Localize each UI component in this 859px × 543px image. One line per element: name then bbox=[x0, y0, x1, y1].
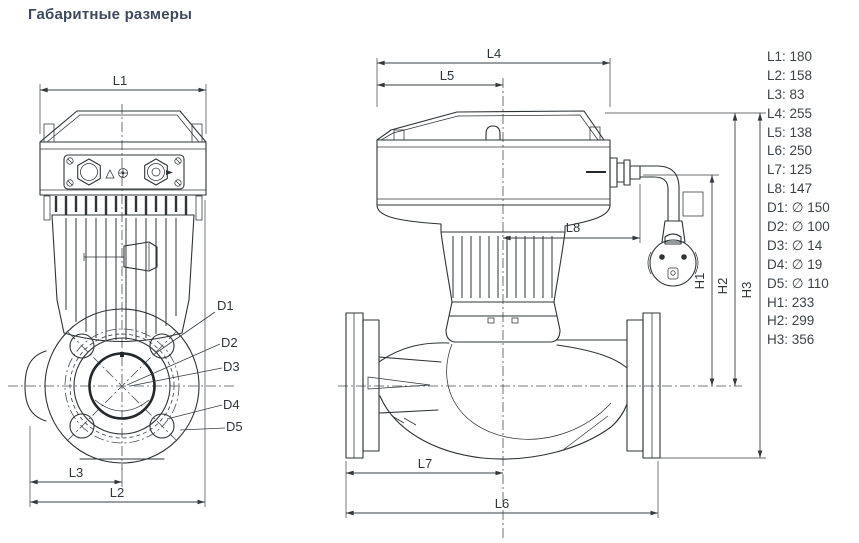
dim-label-l7: L7 bbox=[418, 456, 432, 471]
dim-label-l6: L6 bbox=[495, 496, 509, 511]
legend-item: L7: 125 bbox=[767, 162, 813, 178]
legend-item: L8: 147 bbox=[767, 181, 813, 197]
dim-label-d2: D2 bbox=[221, 335, 238, 350]
dimension-l5: L5 bbox=[377, 68, 503, 88]
socket-outline bbox=[682, 191, 704, 217]
legend-item: D3: ∅ 14 bbox=[767, 237, 823, 253]
diameter-callouts: D1 D2 D3 D4 D5 bbox=[126, 298, 243, 434]
motor-side bbox=[440, 231, 566, 343]
panel-screws bbox=[66, 157, 182, 187]
keyway-mark bbox=[120, 352, 124, 357]
legend-item: L6: 250 bbox=[767, 143, 813, 159]
dimension-l4: L4 bbox=[376, 46, 611, 107]
dim-label-h2: H2 bbox=[715, 278, 730, 295]
dim-label-h3: H3 bbox=[739, 282, 754, 299]
dim-label-l8: L8 bbox=[566, 220, 580, 235]
power-cable-plug bbox=[639, 165, 704, 287]
legend-item: D5: ∅ 110 bbox=[767, 275, 829, 291]
side-view: L4 L5 bbox=[338, 46, 766, 540]
legend-item: H3: 356 bbox=[767, 332, 815, 348]
legend-item: L5: 138 bbox=[767, 124, 813, 140]
terminal-bracket bbox=[83, 241, 158, 272]
side-view-centerlines bbox=[338, 78, 742, 540]
legend-item: D4: ∅ 19 bbox=[767, 256, 823, 272]
cable-gland-right-icon bbox=[144, 158, 173, 186]
lid-handle bbox=[485, 125, 501, 141]
dimension-h3: H3 bbox=[660, 113, 766, 459]
dim-label-l1: L1 bbox=[113, 73, 127, 88]
dimension-l7: L7 bbox=[345, 456, 503, 518]
legend-item: L2: 158 bbox=[767, 67, 813, 83]
page-title: Габаритные размеры bbox=[28, 6, 193, 23]
legend-item: D2: ∅ 100 bbox=[767, 219, 830, 235]
cable-gland-left-icon bbox=[77, 158, 101, 186]
legend-item: L1: 180 bbox=[767, 49, 813, 64]
legend-item: L3: 83 bbox=[767, 86, 805, 102]
dimension-h2: H2 bbox=[605, 112, 766, 386]
terminal-box-front bbox=[39, 110, 207, 196]
dimension-l1: L1 bbox=[39, 73, 207, 134]
legend-item: H2: 299 bbox=[767, 313, 815, 329]
dim-label-h1: H1 bbox=[692, 273, 707, 290]
cable-gland-side bbox=[609, 157, 641, 188]
front-view-centerlines bbox=[8, 104, 234, 470]
dimension-l6: L6 bbox=[346, 461, 659, 518]
dim-label-l2: L2 bbox=[110, 485, 124, 500]
dimension-l3: L3 bbox=[29, 426, 123, 507]
legend-item: H1: 233 bbox=[767, 294, 815, 310]
terminal-pins bbox=[43, 195, 203, 221]
dimension-legend: L1: 180 L2: 158 L3: 83 L4: 255 L5: 138 L… bbox=[767, 48, 830, 350]
dimension-l2: L2 bbox=[30, 200, 206, 507]
dim-label-d1: D1 bbox=[217, 298, 234, 313]
dim-label-d5: D5 bbox=[226, 419, 243, 434]
dimension-h1: H1 bbox=[643, 174, 719, 386]
terminal-box-side bbox=[376, 110, 641, 233]
dim-label-d3: D3 bbox=[223, 359, 240, 374]
motor-front bbox=[51, 214, 195, 343]
volute-body bbox=[345, 312, 661, 460]
legend-item: L4: 255 bbox=[767, 105, 813, 121]
dim-label-d4: D4 bbox=[223, 397, 240, 412]
legend-item: D1: ∅ 150 bbox=[767, 200, 830, 216]
dim-label-l5: L5 bbox=[440, 68, 454, 83]
front-view: L1 bbox=[8, 73, 243, 507]
warning-triangle-icon bbox=[105, 169, 115, 179]
dim-label-l3: L3 bbox=[69, 465, 83, 480]
earth-symbol-icon bbox=[118, 168, 128, 178]
dimension-l8: L8 bbox=[503, 184, 641, 243]
dim-label-l4: L4 bbox=[487, 46, 501, 61]
flange-front bbox=[24, 308, 200, 464]
schuko-plug-icon bbox=[647, 233, 699, 287]
